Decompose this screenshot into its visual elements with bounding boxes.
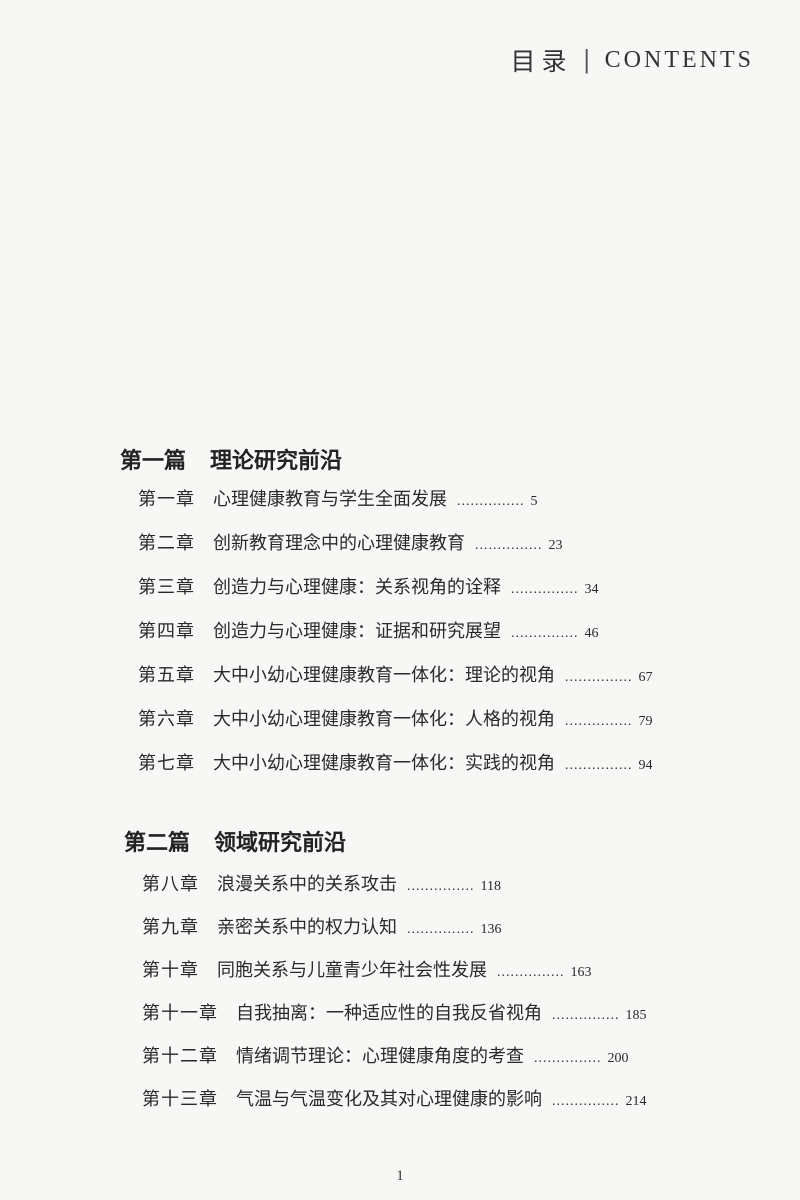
chapter-page: 67	[638, 670, 653, 685]
chapter-title: 大中小幼心理健康教育一体化：实践的视角	[213, 753, 555, 774]
toc-entry[interactable]: 第八章 浪漫关系中的关系攻击 ............... 118	[142, 870, 501, 896]
chapter-title: 创新教育理念中的心理健康教育	[213, 533, 465, 554]
chapter-title: 自我抽离：一种适应性的自我反省视角	[236, 1003, 542, 1024]
chapter-title: 创造力与心理健康：关系视角的诠释	[213, 577, 501, 598]
chapter-page: 214	[625, 1094, 647, 1109]
chapter-page: 5	[530, 494, 538, 509]
chapter-number: 第八章	[142, 874, 199, 895]
leader-dots: ...............	[475, 538, 543, 553]
leader-dots: ...............	[565, 670, 633, 685]
part-number: 第二篇	[124, 831, 191, 856]
chapter-title: 同胞关系与儿童青少年社会性发展	[217, 960, 487, 981]
chapter-number: 第四章	[138, 621, 195, 642]
leader-dots: ...............	[497, 965, 565, 980]
toc-entry[interactable]: 第四章 创造力与心理健康：证据和研究展望 ............... 46	[138, 617, 599, 643]
part-number: 第一篇	[120, 449, 187, 474]
toc-entry[interactable]: 第十一章 自我抽离：一种适应性的自我反省视角 ............... 1…	[142, 999, 647, 1025]
leader-dots: ...............	[511, 626, 579, 641]
leader-dots: ...............	[511, 582, 579, 597]
toc-entry[interactable]: 第三章 创造力与心理健康：关系视角的诠释 ............... 34	[138, 573, 599, 599]
toc-entry[interactable]: 第一章 心理健康教育与学生全面发展 ............... 5	[138, 485, 538, 511]
toc-entry[interactable]: 第五章 大中小幼心理健康教育一体化：理论的视角 ............... …	[138, 661, 653, 687]
chapter-number: 第十章	[142, 960, 199, 981]
chapter-number: 第二章	[138, 533, 195, 554]
part-title: 第二篇领域研究前沿	[124, 825, 346, 857]
chapter-number: 第三章	[138, 577, 195, 598]
toc-entry[interactable]: 第十三章 气温与气温变化及其对心理健康的影响 ............... 2…	[142, 1085, 647, 1111]
chapter-title: 心理健康教育与学生全面发展	[213, 489, 447, 510]
chapter-title: 亲密关系中的权力认知	[217, 917, 397, 938]
toc-entry[interactable]: 第九章 亲密关系中的权力认知 ............... 136	[142, 913, 502, 939]
part-title: 第一篇理论研究前沿	[120, 443, 342, 475]
chapter-title: 浪漫关系中的关系攻击	[217, 874, 397, 895]
chapter-number: 第十三章	[142, 1089, 218, 1110]
toc-entry[interactable]: 第七章 大中小幼心理健康教育一体化：实践的视角 ............... …	[138, 749, 653, 775]
contents-header: 目录 | CONTENTS	[511, 42, 754, 78]
leader-dots: ...............	[457, 494, 525, 509]
toc-entry[interactable]: 第六章 大中小幼心理健康教育一体化：人格的视角 ............... …	[138, 705, 653, 731]
leader-dots: ...............	[407, 922, 475, 937]
header-separator: |	[582, 46, 591, 74]
chapter-number: 第七章	[138, 753, 195, 774]
chapter-title: 创造力与心理健康：证据和研究展望	[213, 621, 501, 642]
part-name: 领域研究前沿	[214, 831, 347, 856]
chapter-number: 第六章	[138, 709, 195, 730]
header-title-cn: 目录	[510, 47, 573, 76]
header-title-en: CONTENTS	[604, 46, 754, 73]
leader-dots: ...............	[534, 1051, 602, 1066]
part-name: 理论研究前沿	[210, 449, 343, 474]
chapter-number: 第十一章	[142, 1003, 218, 1024]
chapter-page: 94	[638, 758, 653, 773]
chapter-title: 大中小幼心理健康教育一体化：人格的视角	[213, 709, 555, 730]
chapter-page: 136	[480, 922, 502, 937]
chapter-page: 118	[480, 879, 501, 894]
chapter-number: 第十二章	[142, 1046, 218, 1067]
toc-entry[interactable]: 第十二章 情绪调节理论：心理健康角度的考查 ............... 20…	[142, 1042, 629, 1068]
chapter-title: 情绪调节理论：心理健康角度的考查	[236, 1046, 524, 1067]
chapter-number: 第一章	[138, 489, 195, 510]
leader-dots: ...............	[552, 1008, 620, 1023]
chapter-page: 34	[584, 582, 599, 597]
chapter-page: 200	[607, 1051, 629, 1066]
chapter-number: 第五章	[138, 665, 195, 686]
toc-entry[interactable]: 第十章 同胞关系与儿童青少年社会性发展 ............... 163	[142, 956, 592, 982]
chapter-page: 79	[638, 714, 653, 729]
chapter-page: 185	[625, 1008, 647, 1023]
chapter-title: 大中小幼心理健康教育一体化：理论的视角	[213, 665, 555, 686]
chapter-page: 23	[548, 538, 563, 553]
chapter-page: 46	[584, 626, 599, 641]
chapter-title: 气温与气温变化及其对心理健康的影响	[236, 1089, 542, 1110]
chapter-number: 第九章	[142, 917, 199, 938]
leader-dots: ...............	[552, 1094, 620, 1109]
leader-dots: ...............	[565, 714, 633, 729]
leader-dots: ...............	[407, 879, 475, 894]
chapter-page: 163	[570, 965, 592, 980]
page-number: 1	[396, 1168, 404, 1184]
leader-dots: ...............	[565, 758, 633, 773]
toc-entry[interactable]: 第二章 创新教育理念中的心理健康教育 ............... 23	[138, 529, 563, 555]
